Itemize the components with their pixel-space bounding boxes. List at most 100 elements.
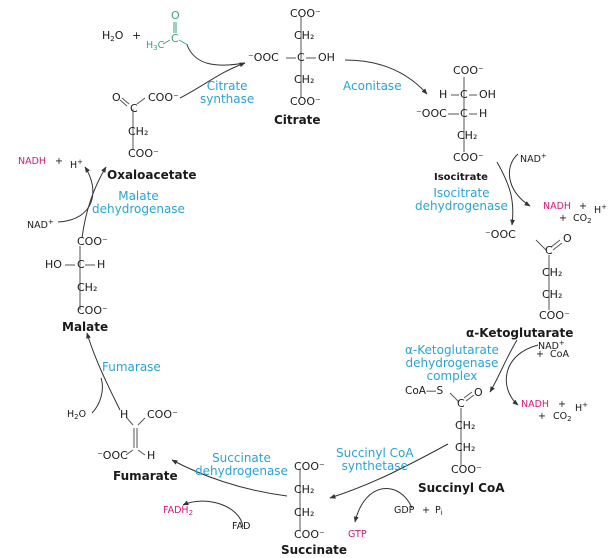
- compound-citrate: Citrate: [274, 113, 321, 127]
- enzyme-line: Fumarase: [102, 360, 161, 374]
- succinate-coo-bottom: COO⁻: [294, 528, 325, 541]
- arrow-fad: [182, 500, 244, 528]
- fumarate-h2: H: [147, 449, 156, 462]
- isocitrate-c1: C: [460, 88, 468, 101]
- oaa-ch2: CH₂: [128, 125, 149, 138]
- isocitrate-coo-top: COO⁻: [453, 64, 484, 77]
- akg-plus2: +: [538, 411, 546, 422]
- malate-c: C: [77, 258, 85, 271]
- fadh2-label: FADH2: [163, 505, 194, 517]
- arrow-fumarate-to-malate: [86, 332, 121, 411]
- isocitrate-plus1: +: [579, 201, 587, 212]
- succinylcoa-c: C: [457, 397, 465, 410]
- arrow-malate-to-oaa: [81, 166, 107, 239]
- gdp-label: GDP: [394, 505, 415, 516]
- citrate-ooc: ⁻OOC: [248, 51, 279, 64]
- isocitrate-plus2: +: [559, 213, 567, 224]
- malate-plus: +: [55, 156, 63, 167]
- arrow-akg-to-succinylcoa: [489, 339, 518, 393]
- enzyme-line: complex: [426, 369, 478, 383]
- compound-isocitrate: Isocitrate: [434, 172, 488, 183]
- fad-label: FAD: [232, 521, 251, 532]
- enzyme-line: Isocitrate: [433, 186, 490, 200]
- arrow-citrate-to-isocitrate: [344, 59, 428, 95]
- akg-co2: CO2: [553, 411, 572, 423]
- succinate-coo-top: COO⁻: [294, 460, 325, 473]
- akg-h-plus: H+: [575, 401, 589, 414]
- succinylcoa-coo: COO⁻: [451, 463, 482, 476]
- akg-ooc: ⁻OOC: [485, 228, 516, 241]
- enzyme-line: Succinyl CoA: [336, 446, 414, 460]
- plus-sign: +: [132, 29, 142, 42]
- enzyme-line: Succinate: [212, 451, 271, 465]
- fumarate-coo: COO⁻: [147, 408, 178, 421]
- isocitrate-ch2: CH₂: [457, 129, 478, 142]
- akg-nadh: NADH: [521, 399, 550, 410]
- isocitrate-c2: C: [460, 107, 468, 120]
- water-label: H2O: [102, 29, 124, 44]
- malate-coo-bottom: COO⁻: [77, 304, 108, 317]
- fumarase-h2o: H2O: [67, 409, 87, 421]
- isocitrate-nadh: NADH: [543, 201, 572, 212]
- enzyme-akg-dehydrogenase-complex: α-Ketoglutarate dehydrogenase complex: [405, 344, 499, 383]
- enzyme-fumarase: Fumarase: [102, 361, 161, 374]
- isocitrate-coo-bottom: COO⁻: [453, 151, 484, 164]
- malate-ho: HO: [45, 258, 62, 271]
- isocitrate-oh: OH: [479, 88, 496, 101]
- gtp-label: GTP: [348, 529, 367, 540]
- enzyme-line: dehydrogenase: [415, 199, 508, 213]
- akg-coa: CoA: [550, 349, 569, 360]
- akg-c: C: [545, 244, 553, 257]
- enzyme-aconitase: Aconitase: [343, 80, 402, 93]
- malate-nad-plus: NAD+: [27, 218, 54, 231]
- enzyme-line: synthase: [200, 92, 255, 106]
- compound-malate: Malate: [62, 320, 109, 334]
- enzyme-citrate-synthase: Citrate synthase: [200, 80, 254, 106]
- isocitrate-h2: H: [479, 107, 488, 120]
- compound-fumarate: Fumarate: [113, 469, 178, 483]
- enzyme-line: dehydrogenase: [92, 202, 185, 216]
- enzyme-line: Citrate: [206, 79, 248, 93]
- enzyme-line: dehydrogenase: [405, 356, 499, 370]
- isocitrate-ooc: ⁻OOC: [416, 107, 447, 120]
- arrow-oaa-to-citrate: [179, 62, 246, 99]
- acetyl-h3c: H3C: [146, 40, 165, 52]
- succinylcoa-ch2-2: CH₂: [455, 441, 476, 454]
- arrow-gdp-gtp: [353, 487, 413, 523]
- oaa-o: O: [112, 91, 121, 104]
- fumarate-ooc: ⁻OOC: [97, 449, 128, 462]
- arrow-isocitrate-to-akg: [496, 161, 516, 226]
- enzyme-line: α-Ketoglutarate: [405, 343, 499, 357]
- malate-h: H: [97, 258, 106, 271]
- pi-label: Pi: [435, 505, 443, 517]
- malate-nadh: NADH: [18, 156, 47, 167]
- acetyl-o: O: [171, 9, 180, 22]
- isocitrate-nad-plus: NAD+: [520, 152, 547, 165]
- citrate-ch2-top: CH₂: [294, 29, 315, 42]
- compound-oxaloacetate: Oxaloacetate: [107, 168, 197, 182]
- akg-ch2-2: CH₂: [542, 288, 563, 301]
- enzyme-succinyl-coa-synthetase: Succinyl CoA synthetase: [336, 447, 414, 473]
- isocitrate-co2: CO2: [573, 213, 592, 225]
- compound-succinyl-coa: Succinyl CoA: [418, 481, 505, 495]
- arrow-h2o-fumarase: [91, 377, 103, 414]
- akg-nad-plus: NAD+: [538, 339, 565, 352]
- compound-alpha-ketoglutarate: α-Ketoglutarate: [466, 326, 574, 340]
- citrate-oh: OH: [318, 51, 335, 64]
- akg-plus1: +: [558, 399, 566, 410]
- malate-ch2: CH₂: [77, 281, 98, 294]
- compound-succinate: Succinate: [281, 543, 348, 557]
- gdp-plus: +: [422, 505, 430, 516]
- enzyme-line: Aconitase: [343, 79, 402, 93]
- akg-plus-coa: +: [536, 349, 544, 360]
- arrow-nad-malate: [57, 166, 94, 223]
- succinate-ch2-1: CH₂: [294, 483, 315, 496]
- fumarate-h1: H: [120, 408, 129, 421]
- enzyme-isocitrate-dehydrogenase: Isocitrate dehydrogenase: [415, 187, 508, 213]
- citrate-ch2-bottom: CH₂: [294, 73, 315, 86]
- enzyme-succinate-dehydrogenase: Succinate dehydrogenase: [195, 452, 288, 478]
- arrow-succinylcoa-to-succinate: [329, 443, 449, 499]
- enzyme-line: dehydrogenase: [195, 464, 288, 478]
- oaa-coo-top: COO⁻: [148, 91, 179, 104]
